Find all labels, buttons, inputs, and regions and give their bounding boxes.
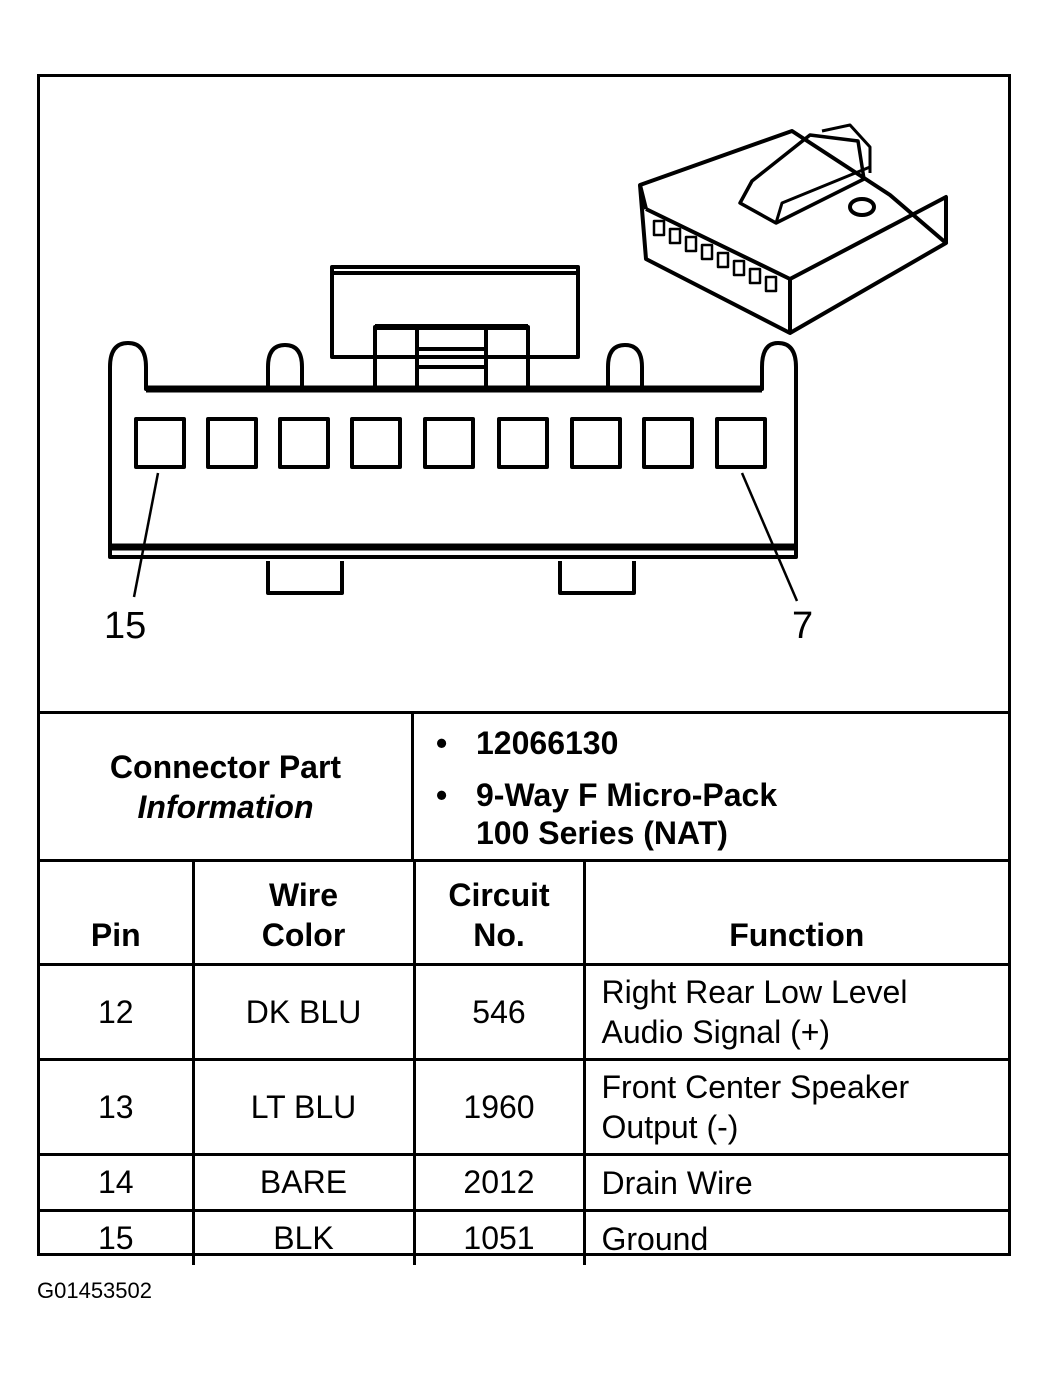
table-row: 13 LT BLU 1960 Front Center Speaker Outp… <box>40 1058 1008 1156</box>
leader-line-15 <box>132 472 160 598</box>
connector-description-item: • 9-Way F Micro-Pack 100 Series (NAT) <box>436 776 778 852</box>
connector-part-info: Connector Part Information • 12066130 • … <box>40 711 1008 859</box>
pin-number-label-right: 7 <box>792 605 814 647</box>
cell-function: Drain Wire <box>582 1153 1008 1212</box>
cell-function: Right Rear Low Level Audio Signal (+) <box>582 963 1008 1061</box>
cavity <box>642 417 694 469</box>
cell-function: Ground <box>582 1209 1008 1265</box>
cavity <box>570 417 622 469</box>
cell-pin: 15 <box>40 1209 195 1265</box>
cell-pin: 14 <box>40 1153 195 1212</box>
bullet-icon: • <box>436 777 448 813</box>
latch-outline <box>330 265 580 287</box>
table-row: 15 BLK 1051 Ground <box>40 1209 1008 1265</box>
table-header-row: Pin Wire Color Circuit No. Function <box>40 859 1008 966</box>
cavity <box>278 417 330 469</box>
bottom-key-left <box>266 561 344 595</box>
cell-circuit: 1960 <box>412 1058 586 1156</box>
pin-cavities <box>134 417 767 469</box>
connector-info-values: • 12066130 • 9-Way F Micro-Pack 100 Seri… <box>414 714 1008 859</box>
bullet-icon: • <box>436 725 448 761</box>
cell-function: Front Center Speaker Output (-) <box>582 1058 1008 1156</box>
cell-wire-color: BLK <box>191 1209 416 1265</box>
connector-description-line2: 100 Series (NAT) <box>476 815 728 851</box>
cavity <box>423 417 475 469</box>
cell-wire-color: DK BLU <box>191 963 416 1061</box>
pin-wiring-table: Pin Wire Color Circuit No. Function 12 D… <box>40 859 1008 1265</box>
header-function: Function <box>582 859 1008 966</box>
part-number-item: • 12066130 <box>436 724 619 762</box>
cell-pin: 12 <box>40 963 195 1061</box>
header-pin: Pin <box>40 859 195 966</box>
connector-face-drawing <box>108 123 948 602</box>
part-number: 12066130 <box>476 725 619 761</box>
diagram-frame: 15 7 Connector Part Information • 120661… <box>37 74 1011 1265</box>
bottom-key-right <box>558 561 636 595</box>
cavity <box>206 417 258 469</box>
connector-description-line1: 9-Way F Micro-Pack <box>476 777 778 813</box>
connector-diagram: 15 7 <box>40 77 1008 711</box>
connector-isometric-sketch <box>638 123 948 335</box>
leader-line-7 <box>740 472 799 602</box>
header-circuit-no: Circuit No. <box>412 859 586 966</box>
cell-circuit: 2012 <box>412 1153 586 1212</box>
figure-id: G01453502 <box>37 1278 152 1303</box>
cell-wire-color: BARE <box>191 1153 416 1212</box>
connector-info-label-line2: Information <box>137 788 314 825</box>
cell-wire-color: LT BLU <box>191 1058 416 1156</box>
table-row: 12 DK BLU 546 Right Rear Low Level Audio… <box>40 963 1008 1061</box>
cavity <box>497 417 549 469</box>
connector-info-label: Connector Part Information <box>40 714 414 859</box>
cavity <box>350 417 402 469</box>
cell-pin: 13 <box>40 1058 195 1156</box>
cell-circuit: 546 <box>412 963 586 1061</box>
table-row: 14 BARE 2012 Drain Wire <box>40 1153 1008 1212</box>
cavity-15 <box>134 417 186 469</box>
cavity-7 <box>715 417 767 469</box>
header-wire-color: Wire Color <box>191 859 416 966</box>
connector-info-label-line1: Connector Part <box>109 748 342 785</box>
pin-number-label-left: 15 <box>104 605 147 647</box>
cell-circuit: 1051 <box>412 1209 586 1265</box>
